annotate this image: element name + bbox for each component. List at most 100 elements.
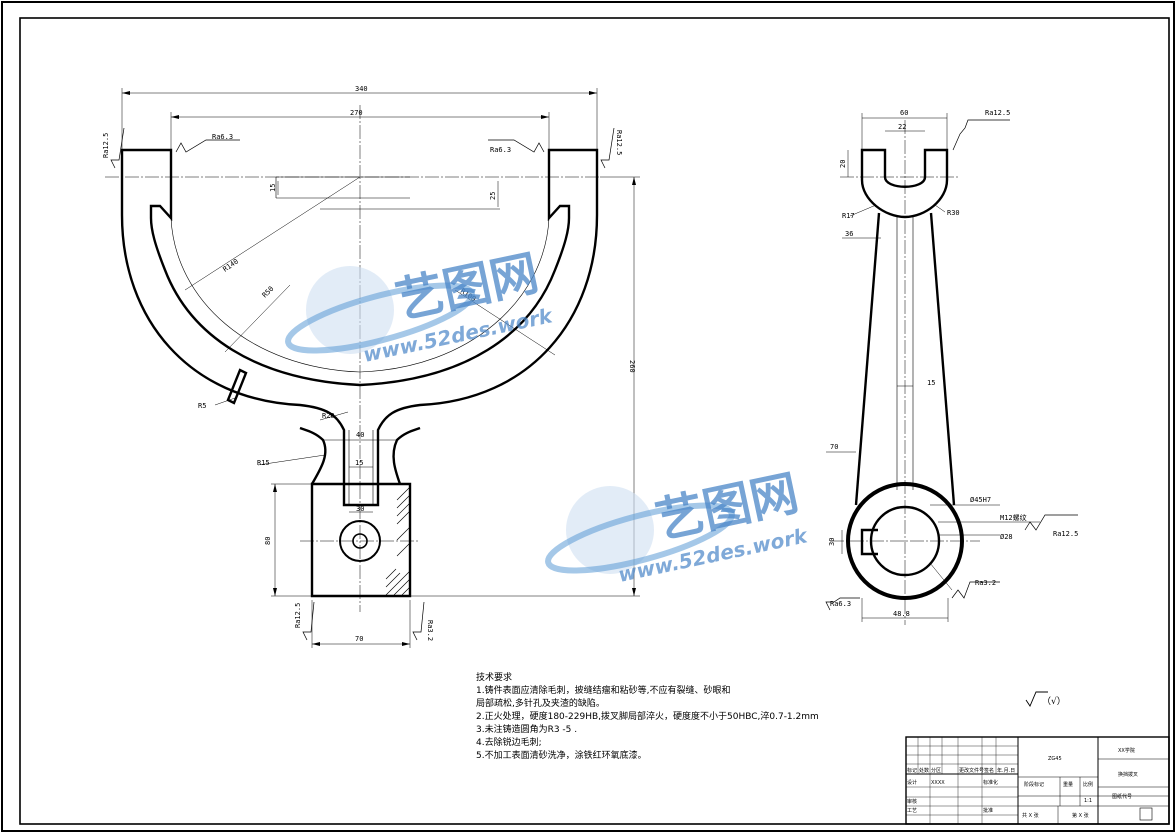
dim-stem-15: 15: [355, 459, 363, 467]
tb-header-doc: 更改文件号: [959, 767, 984, 774]
roughness-slot-right: Ra6.3: [490, 146, 511, 154]
dim-side-r30: R30: [947, 209, 960, 217]
tb-row-process: 工艺: [907, 808, 917, 814]
general-roughness-mark: （√）: [1042, 696, 1066, 707]
front-dimension-arrows: [122, 91, 636, 646]
tb-row-design: 设计: [907, 779, 917, 786]
side-hub-bore: [869, 505, 941, 577]
dim-side-w36: 36: [845, 230, 853, 238]
tb-header-marks: 标记: [907, 767, 917, 774]
roughness-front-right: Ra12.5: [615, 130, 623, 155]
watermark-globe-icon: [306, 266, 394, 354]
dim-r20: R20: [322, 412, 335, 420]
dim-slot-15: 15: [269, 184, 277, 192]
tb-stage-label: 阶段标记: [1024, 781, 1044, 788]
hub-neck-right: [392, 426, 421, 485]
dim-hub-70: 70: [355, 635, 363, 643]
side-hub-keyway: [860, 528, 878, 556]
notes-title: 技术要求: [476, 671, 512, 683]
title-block-text: ZG45 XX学院 换挡拨叉 图纸代号 阶段标记 重量 比例 1:1 共 X 张…: [907, 747, 1138, 819]
dim-r15: R15: [257, 459, 270, 467]
title-block: [905, 736, 1170, 825]
roughness-side-bottom: Ra6.3: [830, 600, 851, 608]
fork-inner-arc: [170, 217, 550, 373]
fork-pin-slot: [226, 368, 248, 405]
inner-frame: [19, 17, 1170, 825]
tb-scale: 1:1: [1084, 798, 1092, 804]
roughness-slot-left: Ra6.3: [212, 133, 233, 141]
tb-sheet-no: 第 X 张: [1072, 812, 1089, 819]
tb-header-count: 处数: [919, 767, 929, 774]
roughness-front-left: Ra12.5: [102, 133, 110, 158]
tb-school: XX学院: [1118, 747, 1135, 754]
dim-overall-width: 340: [355, 85, 368, 93]
side-roughness-symbols: [825, 119, 1078, 611]
dim-hub-30: 30: [356, 505, 364, 513]
dim-height-260: 260: [628, 360, 636, 373]
notes-line-4: 3.未注铸造圆角为R3 -5 .: [476, 723, 577, 735]
hub-screw-hole: [352, 533, 368, 549]
dim-side-d30: 30: [828, 538, 836, 546]
tb-header-zone: 分区: [931, 767, 941, 774]
dim-side-bore: Ø45H7: [970, 496, 991, 504]
dim-r140: R140: [222, 257, 240, 273]
technical-notes: 技术要求 1.铸件表面应清除毛刺，披缝结瘤和粘砂等,不应有裂缝、砂眼和 局部疏松…: [476, 671, 819, 761]
fork-outline: [120, 148, 599, 507]
roughness-side-top: Ra12.5: [985, 109, 1010, 117]
tb-drawing-no: 图纸代号: [1112, 793, 1132, 800]
watermark-top: 艺图网 www.52des.work: [285, 245, 556, 367]
tb-sheet-total: 共 X 张: [1022, 812, 1039, 819]
side-top-yoke: [860, 148, 949, 219]
roughness-side-screw: Ra12.5: [1053, 530, 1078, 538]
tb-designer: XXXX: [931, 780, 945, 786]
dim-slot-25: 25: [489, 192, 497, 200]
dim-side-top-20: 20: [839, 160, 847, 168]
dim-r5: R5: [198, 402, 206, 410]
side-view: 60 22 20 R17 R30 36 15 70 Ø45H7 M12螺纹 Ø2…: [825, 109, 1078, 625]
dim-side-screw: M12螺纹: [1000, 513, 1027, 522]
front-dimension-lines: [121, 88, 640, 648]
dim-side-w15: 15: [927, 379, 935, 387]
hub-bore: [339, 520, 381, 562]
dim-side-d28: Ø28: [1000, 533, 1013, 541]
hub-neck-left: [299, 426, 327, 485]
watermark-bottom: 艺图网 www.52des.work: [545, 465, 811, 587]
dim-hub-40: 40: [356, 431, 364, 439]
dim-side-bottom: 48.8: [893, 610, 910, 618]
tb-weight-label: 重量: [1063, 781, 1073, 788]
notes-line-6: 5.不加工表面清砂洗净，涂铁红环氧底漆。: [476, 749, 647, 761]
tb-material: ZG45: [1048, 756, 1062, 762]
front-view: 340 270 260 15 25 R140 R50 R100 R5 R20 R…: [102, 85, 640, 648]
watermark-globe-icon-2: [566, 486, 654, 574]
dim-side-r17: R17: [842, 212, 855, 220]
hub-hatching: [385, 486, 411, 596]
notes-line-2: 局部疏松,多针孔及夹渣的缺陷。: [476, 697, 605, 709]
hub-outline: [310, 482, 412, 598]
roughness-hub-left: Ra12.5: [294, 603, 302, 628]
notes-line-3: 2.正火处理，硬度180-229HB,拨叉脚局部淬火，硬度度不小于50HBC,淬…: [476, 710, 819, 722]
notes-line-1: 1.铸件表面应清除毛刺，披缝结瘤和粘砂等,不应有裂缝、砂眼和: [476, 684, 730, 696]
front-roughness-symbols: [110, 127, 615, 641]
side-dimension-lines: [826, 113, 1040, 622]
tb-standard: 标准化: [983, 779, 998, 786]
dim-side-top-22: 22: [898, 123, 906, 131]
side-hub-outer: [846, 482, 964, 600]
tb-row-review: 审核: [907, 798, 917, 805]
tb-header-date: 年.月.日: [997, 767, 1015, 774]
dim-hub-80: 80: [264, 537, 272, 545]
dim-inner-width: 270: [350, 109, 363, 117]
dim-r50: R50: [261, 285, 276, 300]
tb-row-approve: 批准: [983, 807, 993, 814]
roughness-hub-right: Ra3.2: [426, 620, 434, 641]
tb-part-name: 换挡拨叉: [1118, 771, 1138, 778]
notes-line-5: 4.去除锐边毛刺;: [476, 736, 542, 748]
general-roughness: （√）: [1025, 691, 1066, 707]
tb-scale-label: 比例: [1083, 781, 1093, 788]
side-arm-left: [854, 212, 881, 506]
dim-side-top-60: 60: [900, 109, 908, 117]
side-arm-right: [929, 212, 956, 506]
tb-header-sign: 签名: [984, 767, 994, 774]
dim-side-w70: 70: [830, 443, 838, 451]
